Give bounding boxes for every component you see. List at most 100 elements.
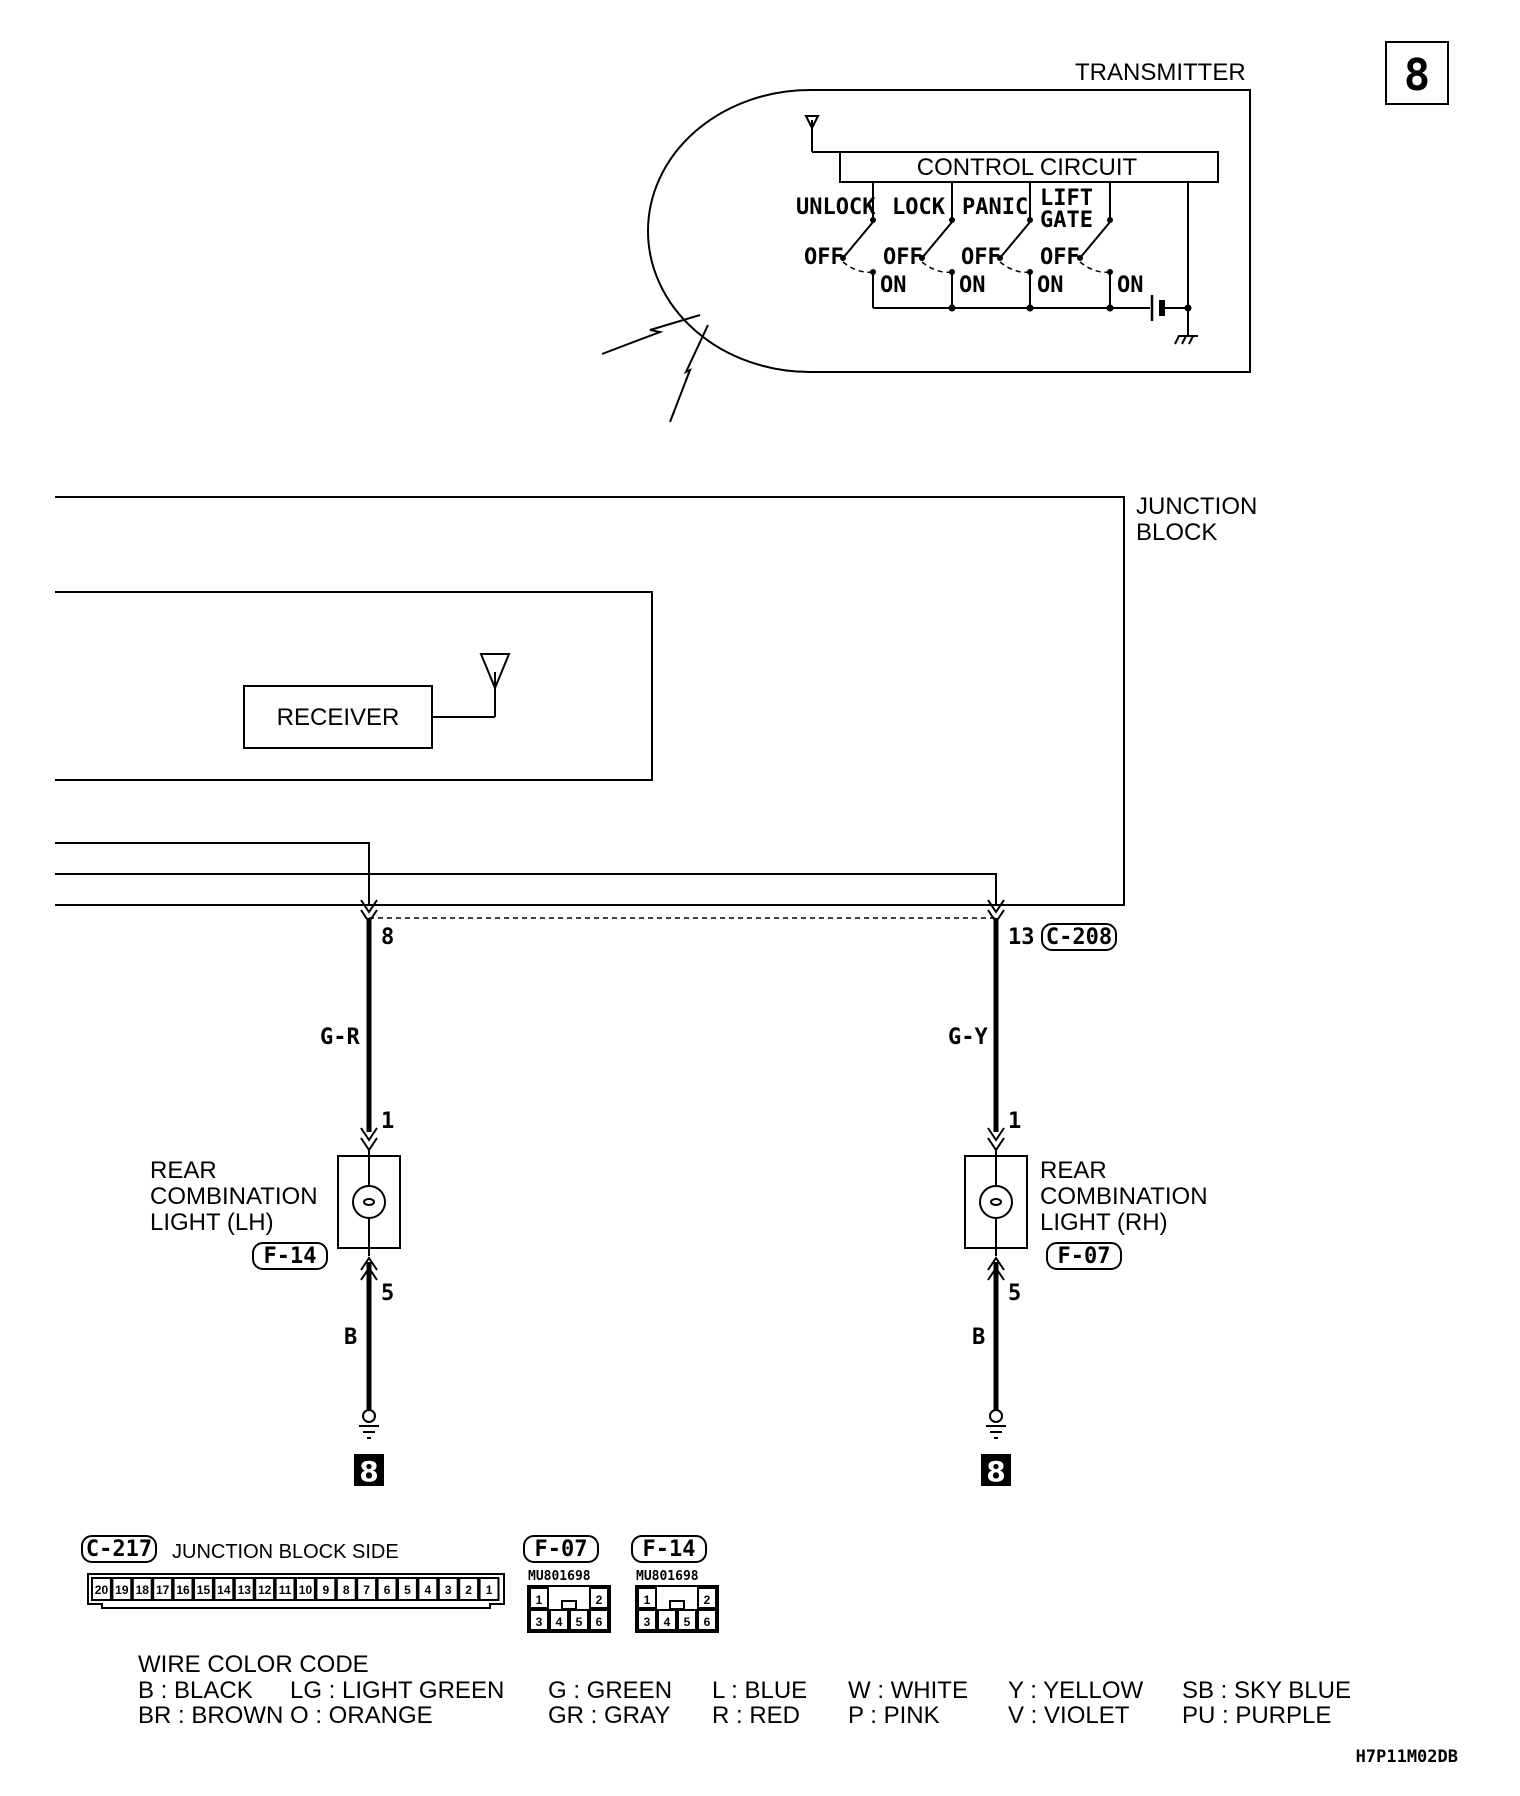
wire-color-code-entry: O : ORANGE [290, 1702, 433, 1729]
c217-pin [172, 1577, 194, 1601]
drawing-code: H7P11M02DB [1356, 1747, 1458, 1767]
svg-text:ON: ON [1117, 273, 1144, 298]
wire-color-code-entry: Y : YELLOW [1008, 1677, 1144, 1704]
f07-id: F-07 [535, 1537, 588, 1562]
right-wire-b: B [972, 1325, 985, 1350]
right-pin-1: 1 [1008, 1109, 1021, 1134]
c208-pin-13: 13 [1008, 925, 1035, 950]
svg-text:OFF: OFF [804, 245, 844, 270]
wire-color-code-entry: LG : LIGHT GREEN [290, 1677, 504, 1704]
c217-pin [458, 1577, 480, 1601]
f14-part: MU801698 [636, 1569, 699, 1584]
svg-text:OFF: OFF [1040, 245, 1080, 270]
switch-panic: OFF ON [961, 217, 1064, 308]
connector-pin-label: 5 [576, 1615, 583, 1629]
svg-text:OFF: OFF [883, 245, 923, 270]
c217-pin [376, 1577, 398, 1601]
c217-pin-label: 19 [115, 1583, 129, 1597]
connector-pin [569, 1609, 589, 1631]
left-ground-marker [354, 1454, 384, 1486]
connector-pin-label: 6 [596, 1615, 603, 1629]
wire-color-code-entry: P : PINK [848, 1702, 940, 1729]
switch-panic-label: PANIC [962, 195, 1028, 220]
switch-unlock-label: UNLOCK [796, 195, 876, 220]
page-number: 8 [1404, 50, 1431, 101]
left-component-line2: COMBINATION [150, 1183, 318, 1210]
left-wire-b: B [344, 1325, 357, 1350]
right-wire-gy: G-Y [948, 1025, 988, 1050]
c217-pin [213, 1577, 235, 1601]
connector-pin [637, 1609, 657, 1631]
wire-color-code-entry: V : VIOLET [1008, 1702, 1130, 1729]
c217-pin-label: 14 [217, 1583, 231, 1597]
connector-pin-label: 4 [664, 1615, 671, 1629]
c217-label: JUNCTION BLOCK SIDE [172, 1541, 399, 1563]
receiver-module-outline [55, 591, 653, 781]
c217-pin-label: 16 [176, 1583, 190, 1597]
c217-pin-label: 6 [384, 1583, 391, 1597]
switch-liftgate: OFF ON [1040, 217, 1144, 308]
connector-pin-label: 2 [596, 1593, 603, 1607]
connector-pin-label: 1 [644, 1593, 651, 1607]
c217-pin [356, 1577, 378, 1601]
bulb-icon [352, 1185, 386, 1219]
receiver-antenna-icon [432, 653, 511, 718]
right-pin-5: 5 [1008, 1281, 1021, 1306]
connector-pin-label: 4 [556, 1615, 563, 1629]
right-circuit: G-Y 1 REAR COMBINATION LIGHT (RH) F-07 5… [948, 899, 1208, 1488]
c217-id: C-217 [86, 1537, 152, 1562]
left-wire-gr: G-R [320, 1025, 360, 1050]
c217-pin [295, 1577, 316, 1601]
bulb-icon [979, 1185, 1013, 1219]
switch-liftgate-label-line1: LIFT [1040, 186, 1093, 211]
control-circuit-label: CONTROL CIRCUIT [917, 154, 1138, 181]
right-component-line3: LIGHT (RH) [1040, 1209, 1168, 1236]
junction-block-label-line2: BLOCK [1136, 519, 1217, 546]
connector-body [527, 1585, 611, 1633]
junction-block-label-line1: JUNCTION [1136, 493, 1257, 520]
c208-id: C-208 [1046, 925, 1112, 950]
switch-unlock: OFF ON [804, 217, 907, 308]
connector-pin [697, 1587, 717, 1609]
svg-text:OFF: OFF [961, 245, 1001, 270]
connector-pin [589, 1609, 609, 1631]
c208-id-box [1041, 923, 1117, 951]
right-connector-id: F-07 [1058, 1244, 1111, 1269]
page-number-box: 8 [1385, 41, 1449, 105]
svg-text:8: 8 [986, 1455, 1005, 1488]
connector-pin-label: 5 [684, 1615, 691, 1629]
transmitter: TRANSMITTER CONTROL CIRCUIT UNLOCK LOCK … [647, 59, 1251, 373]
connector-pin-label: 3 [536, 1615, 543, 1629]
right-component-line1: REAR [1040, 1157, 1107, 1184]
svg-text:ON: ON [959, 273, 986, 298]
left-component-line1: REAR [150, 1157, 217, 1184]
transmitter-antenna-icon [804, 115, 840, 153]
connector-pin [637, 1587, 657, 1609]
switch-liftgate-label-line2: GATE [1040, 208, 1093, 233]
c217-pin-label: 1 [486, 1583, 493, 1597]
connector-body [635, 1585, 719, 1633]
junction-block-outline [55, 496, 1125, 906]
c217-pin-label: 18 [136, 1583, 150, 1597]
connector-pin-label: 1 [536, 1593, 543, 1607]
c217-pin [397, 1577, 418, 1601]
switch-lock: OFF ON [883, 217, 986, 308]
f14-id: F-14 [643, 1537, 696, 1562]
c217-pin [193, 1577, 214, 1601]
connector-c208: 8 13 C-208 [369, 917, 1117, 951]
receiver-label: RECEIVER [277, 704, 400, 731]
transmitter-ground-icon [1174, 308, 1198, 345]
wire-color-code-entry: GR : GRAY [548, 1702, 670, 1729]
f07-part: MU801698 [528, 1569, 591, 1584]
connector-pin [529, 1587, 549, 1609]
connector-latch [561, 1600, 577, 1610]
left-connector-id: F-14 [264, 1244, 317, 1269]
c217-pin-label: 15 [197, 1583, 211, 1597]
wire-color-code-entry: W : WHITE [848, 1677, 968, 1704]
connector-pin [697, 1609, 717, 1631]
left-pin-5: 5 [381, 1281, 394, 1306]
